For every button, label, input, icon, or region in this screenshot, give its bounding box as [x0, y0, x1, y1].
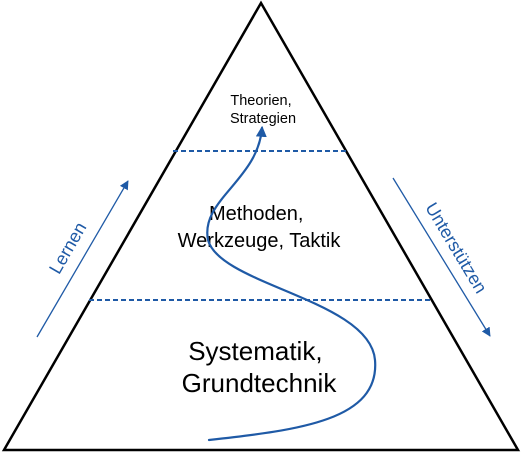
progress-curve-arrow — [206, 125, 377, 442]
level-bottom-line2: Grundtechnik — [182, 368, 338, 398]
right-arrow — [392, 177, 491, 337]
left-arrow — [36, 180, 129, 338]
right-arrow-label: Unterstützen — [421, 199, 491, 297]
level-middle-line2: Werkzeuge, Taktik — [178, 230, 342, 252]
level-top-label: Theorien, Strategien — [230, 93, 296, 127]
left-arrow-label: Lernen — [45, 219, 90, 278]
level-bottom-label: Systematik, Grundtechnik — [182, 336, 338, 398]
level-top-line1: Theorien, — [230, 93, 291, 109]
level-middle-line1: Methoden, — [209, 203, 304, 225]
level-top-line2: Strategien — [230, 111, 296, 127]
level-bottom-line1: Systematik, — [188, 336, 322, 366]
level-middle-label: Methoden, Werkzeuge, Taktik — [178, 203, 342, 252]
